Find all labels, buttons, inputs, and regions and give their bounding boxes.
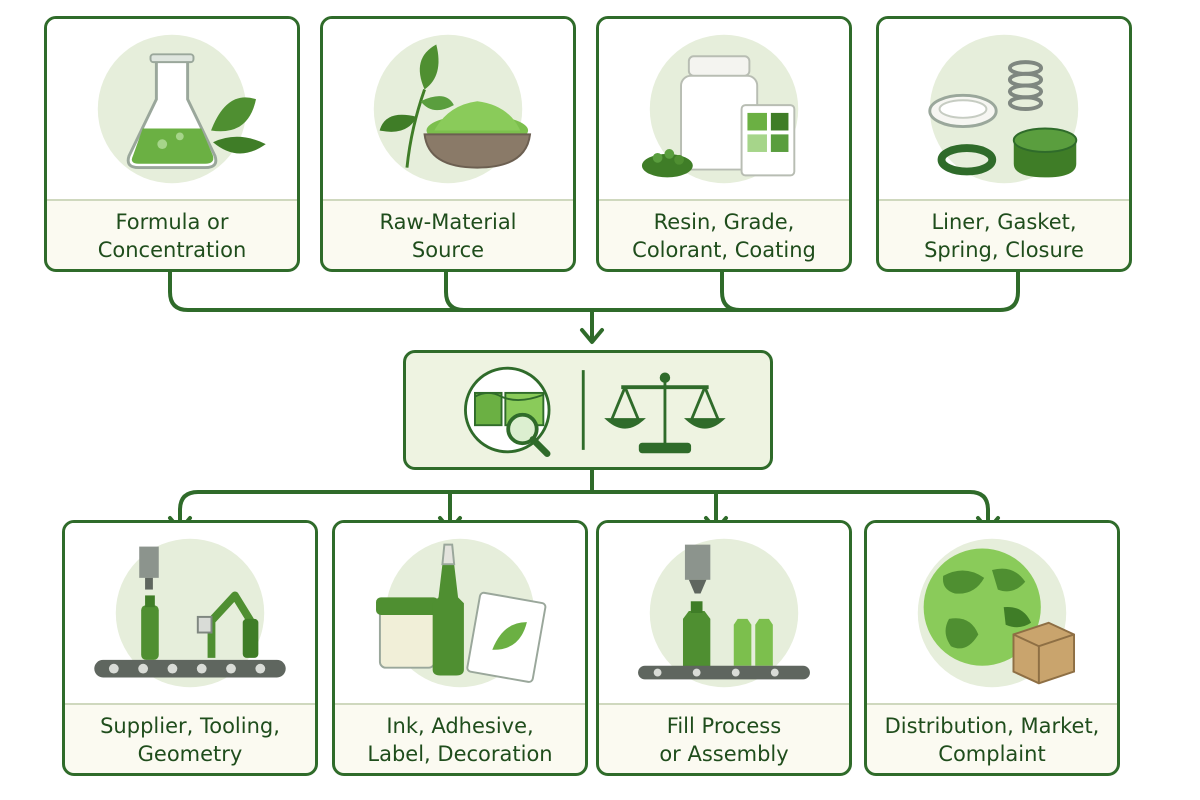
card-fill-process-assembly: Fill Process or Assembly bbox=[596, 520, 852, 776]
jar-pellets-swatch-icon bbox=[641, 34, 799, 184]
conveyor-robot-icon bbox=[94, 538, 286, 688]
liner-spring-cap-icon bbox=[928, 34, 1079, 184]
central-hub bbox=[403, 350, 773, 470]
inspection-magnifier-icon bbox=[464, 366, 551, 458]
globe-box-icon bbox=[917, 538, 1076, 688]
card-label: Supplier, Tooling, Geometry bbox=[100, 714, 280, 766]
card-formula-concentration: Formula or Concentration bbox=[44, 16, 300, 272]
filling-nozzle-icon bbox=[638, 538, 810, 688]
flask-leaf-icon bbox=[97, 34, 266, 184]
card-distribution-market-complaint: Distribution, Market, Complaint bbox=[864, 520, 1120, 776]
jar-bottle-label-icon bbox=[376, 538, 547, 688]
card-label: Distribution, Market, Complaint bbox=[884, 714, 1100, 766]
card-raw-material-source: Raw-Material Source bbox=[320, 16, 576, 272]
leaves-powder-bowl-icon bbox=[373, 34, 532, 184]
card-resin-grade-colorant-coating: Resin, Grade, Colorant, Coating bbox=[596, 16, 852, 272]
card-label: Ink, Adhesive, Label, Decoration bbox=[367, 714, 553, 766]
card-label: Resin, Grade, Colorant, Coating bbox=[632, 210, 816, 262]
card-liner-gasket-spring-closure: Liner, Gasket, Spring, Closure bbox=[876, 16, 1132, 272]
card-supplier-tooling-geometry: Supplier, Tooling, Geometry bbox=[62, 520, 318, 776]
card-label: Liner, Gasket, Spring, Closure bbox=[924, 210, 1084, 262]
card-label: Fill Process or Assembly bbox=[659, 714, 789, 766]
balance-scale-icon bbox=[604, 372, 726, 454]
card-label: Raw-Material Source bbox=[379, 210, 517, 262]
card-label: Formula or Concentration bbox=[97, 210, 247, 262]
card-ink-adhesive-label-decoration: Ink, Adhesive, Label, Decoration bbox=[332, 520, 588, 776]
